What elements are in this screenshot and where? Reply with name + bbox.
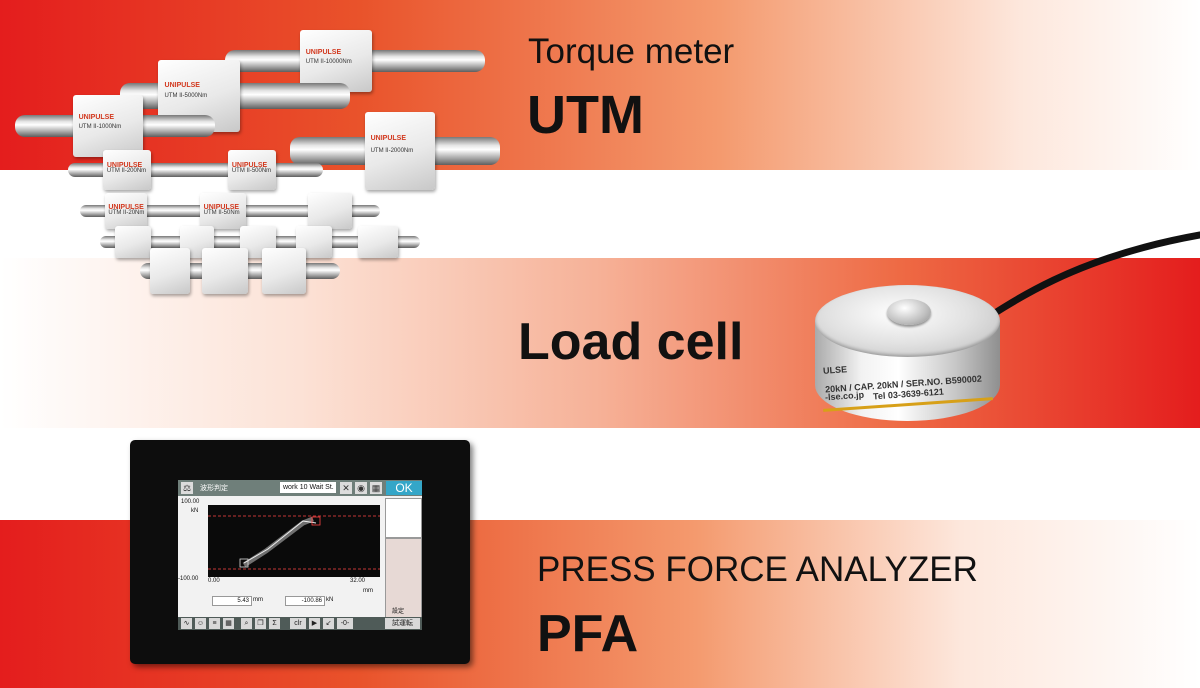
zero-button: -0- — [337, 618, 353, 629]
load-button — [887, 299, 931, 325]
pfa-subtitle: PRESS FORCE ANALYZER — [537, 550, 978, 589]
pfa-readout-x: 5.43 — [212, 596, 252, 606]
load-cell-banner — [0, 258, 1200, 428]
pfa-screen: ⚖ 波形判定 work 10 Wait St. ✕ ◉ ▦ OK 100.00 … — [178, 480, 422, 630]
pfa-x-min: 0.00 — [208, 578, 220, 584]
pfa-waveform-plot — [208, 505, 380, 577]
arrow-icon: ↙ — [323, 618, 334, 629]
torque-meter — [140, 248, 340, 294]
pfa-y-max: 100.00 — [181, 499, 200, 505]
load-cell-title: Load cell — [518, 313, 744, 371]
pfa-title: PFA — [537, 605, 639, 663]
pfa-readout-y-unit: kN — [326, 597, 334, 603]
pfa-bottom-toolbar: ∿ ☺ ≡ ▦ ⌕ ❐ Σ clr ▶ ↙ -0- 試運転 — [178, 617, 422, 630]
pfa-y-unit: kN — [191, 508, 199, 514]
test-run-button: 試運転 — [385, 618, 420, 629]
search-icon: ⌕ — [241, 618, 252, 629]
load-cell-image: ULSE 20kN / CAP. 20kN / SER.NO. B590002 … — [815, 285, 1000, 425]
pfa-header-label: 波形判定 — [200, 485, 228, 492]
wave-icon: ∿ — [181, 618, 192, 629]
table-icon: ▦ — [223, 618, 234, 629]
pfa-device-image: ⚖ 波形判定 work 10 Wait St. ✕ ◉ ▦ OK 100.00 … — [130, 440, 470, 664]
sigma-icon: Σ — [269, 618, 280, 629]
scale-icon: ⚖ — [181, 482, 193, 494]
tools-icon: ✕ — [340, 482, 352, 494]
pfa-side-panel — [385, 538, 422, 618]
copy-icon: ❐ — [255, 618, 266, 629]
pfa-readout-y: -100.86 — [285, 596, 325, 606]
utm-title: UTM — [527, 85, 644, 145]
play-icon: ▶ — [309, 618, 320, 629]
pfa-x-unit: mm — [363, 588, 373, 594]
pfa-toolbar: ⚖ 波形判定 work 10 Wait St. ✕ ◉ ▦ OK — [178, 480, 422, 496]
load-cell-brand: ULSE — [822, 364, 848, 376]
bars-icon: ≡ — [209, 618, 220, 629]
pfa-work-field: work 10 Wait St. — [280, 482, 336, 493]
pfa-stats-panel — [385, 498, 422, 538]
pfa-x-max: 32.00 — [350, 578, 366, 584]
grid-icon: ▦ — [370, 482, 382, 494]
face-icon: ☺ — [195, 618, 206, 629]
pfa-y-min: -100.00 — [178, 576, 199, 582]
camera-icon: ◉ — [355, 482, 367, 494]
pfa-settings-label: 設定 — [392, 609, 405, 615]
utm-subtitle: Torque meter — [528, 32, 735, 71]
pfa-readout-x-unit: mm — [253, 597, 263, 603]
pfa-ok-indicator: OK — [386, 481, 422, 495]
clr-button: clr — [290, 618, 306, 629]
